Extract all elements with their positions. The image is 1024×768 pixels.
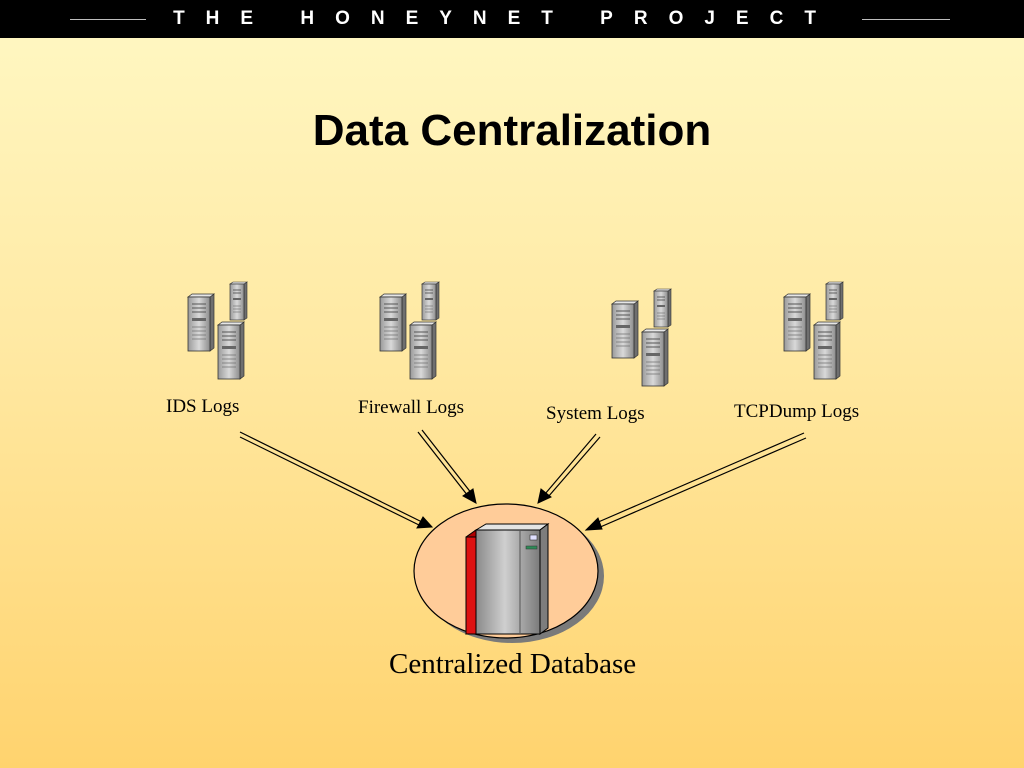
header-bar: THE HONEYNET PROJECT xyxy=(0,0,1024,38)
slide-title: Data Centralization xyxy=(312,106,712,155)
server-cluster-firewall-icon xyxy=(380,282,439,379)
arrow-ids-to-database xyxy=(239,431,434,529)
arrow-system-to-database xyxy=(537,433,601,504)
system-logs-label: System Logs xyxy=(546,403,645,424)
server-cluster-system-icon xyxy=(612,289,671,386)
server-cluster-tcpdump-icon xyxy=(784,282,843,379)
arrow-tcpdump-to-database xyxy=(584,432,807,531)
centralized-database-label: Centralized Database xyxy=(389,648,637,680)
header-rule-right xyxy=(862,19,950,20)
database-server-icon xyxy=(465,523,550,635)
arrow-firewall-to-database xyxy=(417,429,477,504)
tcpdump-logs-label: TCPDump Logs xyxy=(734,401,860,422)
brand-title: THE HONEYNET PROJECT xyxy=(173,8,837,29)
ids-logs-label: IDS Logs xyxy=(166,396,240,417)
server-cluster-ids-icon xyxy=(188,282,247,379)
header-rule-left xyxy=(70,19,146,20)
firewall-logs-label: Firewall Logs xyxy=(358,397,465,418)
